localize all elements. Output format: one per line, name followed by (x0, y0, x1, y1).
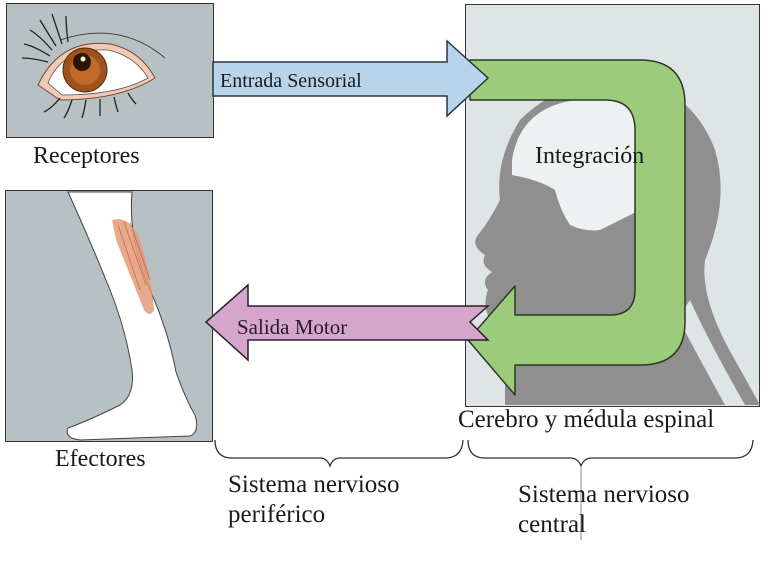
peripheral-line1: Sistema nervioso (228, 471, 400, 498)
integration-label: Integración (535, 143, 645, 169)
leg-muscle-icon (66, 191, 198, 441)
receptors-label: Receptores (33, 143, 140, 169)
central-brace (467, 439, 754, 540)
central-nervous-system-label: Sistema nervioso central (518, 480, 690, 540)
effectors-label: Efectores (55, 446, 146, 472)
peripheral-brace (214, 439, 464, 468)
central-line1: Sistema nervioso (518, 481, 690, 508)
central-line2: central (518, 511, 587, 538)
motor-arrow[interactable] (204, 283, 490, 362)
eye-icon (21, 13, 166, 119)
peripheral-nervous-system-label: Sistema nervioso periférico (228, 470, 400, 530)
peripheral-line2: periférico (228, 501, 326, 528)
motor-output-label: Salida Motor (237, 315, 348, 339)
brain-spinal-cord-label: Cerebro y médula espinal (458, 406, 715, 433)
sensory-input-label: Entrada Sensorial (220, 70, 362, 92)
integration-arrow (467, 59, 686, 396)
sensory-arrow[interactable] (212, 39, 490, 118)
